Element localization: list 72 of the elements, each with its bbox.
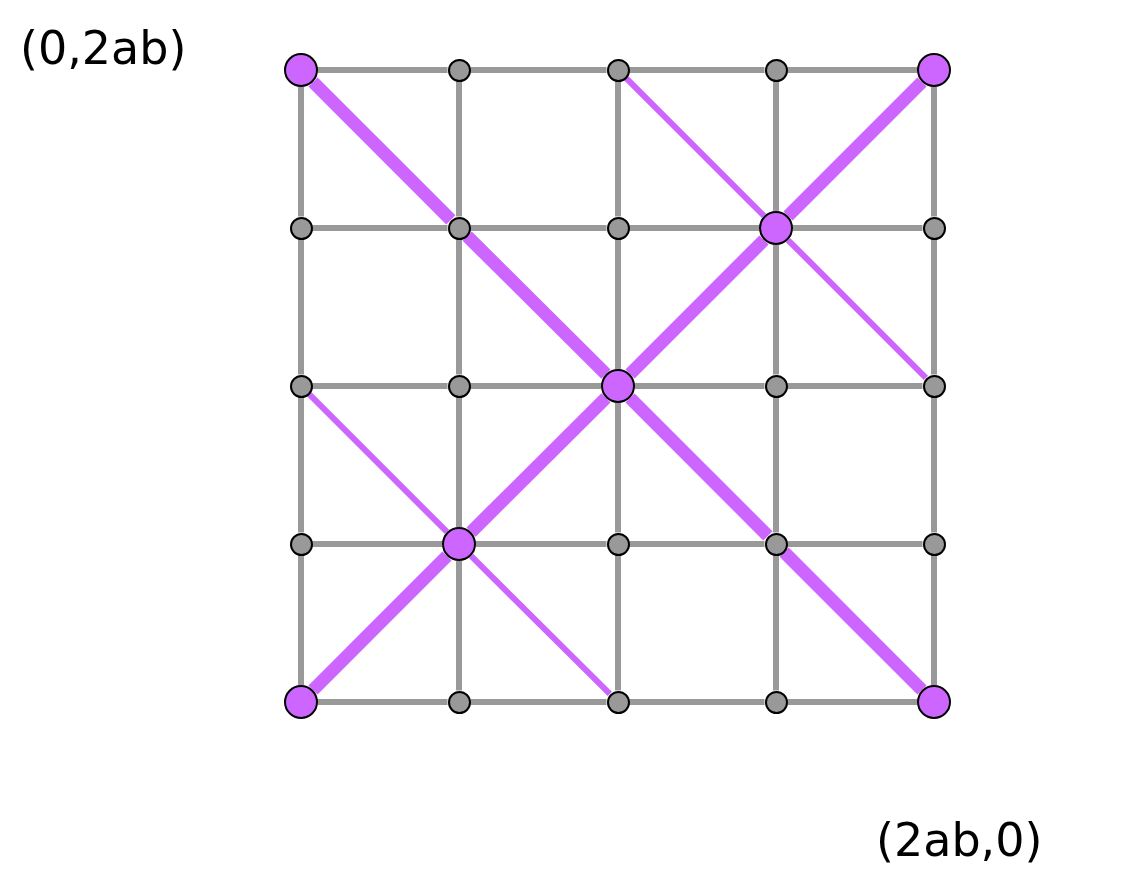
highlighted-point [917,685,951,719]
grid-point [922,532,946,556]
grid-line [787,541,923,547]
grid-line [931,87,937,217]
grid-line [298,397,304,533]
grid-line [773,81,779,211]
coordinate-label: (0,2ab) [20,20,187,76]
grid-point [764,374,788,398]
grid-line [470,225,607,231]
diagonal-line [468,553,612,696]
grid-point [289,374,313,398]
highlighted-point [284,685,318,719]
grid-line [635,383,765,389]
grid-line [470,699,607,705]
grid-line [298,555,304,685]
grid-line [298,239,304,375]
grid-line [470,67,607,73]
grid-line [793,225,923,231]
grid-point [606,58,630,82]
grid-line [773,555,779,691]
grid-line [787,383,923,389]
highlighted-point [917,53,951,87]
grid-point [289,532,313,556]
grid-line [318,67,448,73]
grid-line [787,699,917,705]
grid-point [606,216,630,240]
grid-point [764,690,788,714]
grid-line [456,561,462,691]
grid-line [787,67,917,73]
grid-line [312,225,448,231]
highlighted-point [284,53,318,87]
grid-line [773,245,779,375]
grid-line [318,699,448,705]
diagonal-line [307,392,450,535]
grid-point [447,58,471,82]
diagonal-line [308,77,456,225]
grid-line [931,555,937,685]
coordinate-label: (2ab,0) [876,812,1043,868]
grid-point [606,532,630,556]
grid-line [615,81,621,217]
grid-point [922,216,946,240]
grid-point [447,374,471,398]
diagonal-line [462,231,611,379]
grid-line [615,555,621,691]
grid-line [456,81,462,217]
grid-line [470,383,601,389]
diagonal-line [466,393,611,537]
diagonal-line [308,551,452,695]
grid-line [629,225,759,231]
grid-line [298,87,304,217]
grid-line [312,383,448,389]
grid-line [476,541,607,547]
grid-point [289,216,313,240]
grid-line [456,397,462,527]
grid-line [629,699,765,705]
grid-line [773,397,779,533]
diagonal-line [779,547,927,695]
diagonal-line [783,77,927,221]
diagonal-line [625,393,773,541]
grid-line [615,403,621,533]
diagonal-line [785,237,928,380]
grid-line [615,239,621,369]
grid-point [447,690,471,714]
grid-line [629,541,765,547]
grid-line [456,239,462,375]
grid-line [931,397,937,533]
grid-line [931,239,937,375]
grid-point [764,58,788,82]
grid-line [629,67,765,73]
diagonal-line [625,235,769,379]
diagonal-line [624,76,767,219]
grid-line [312,541,442,547]
